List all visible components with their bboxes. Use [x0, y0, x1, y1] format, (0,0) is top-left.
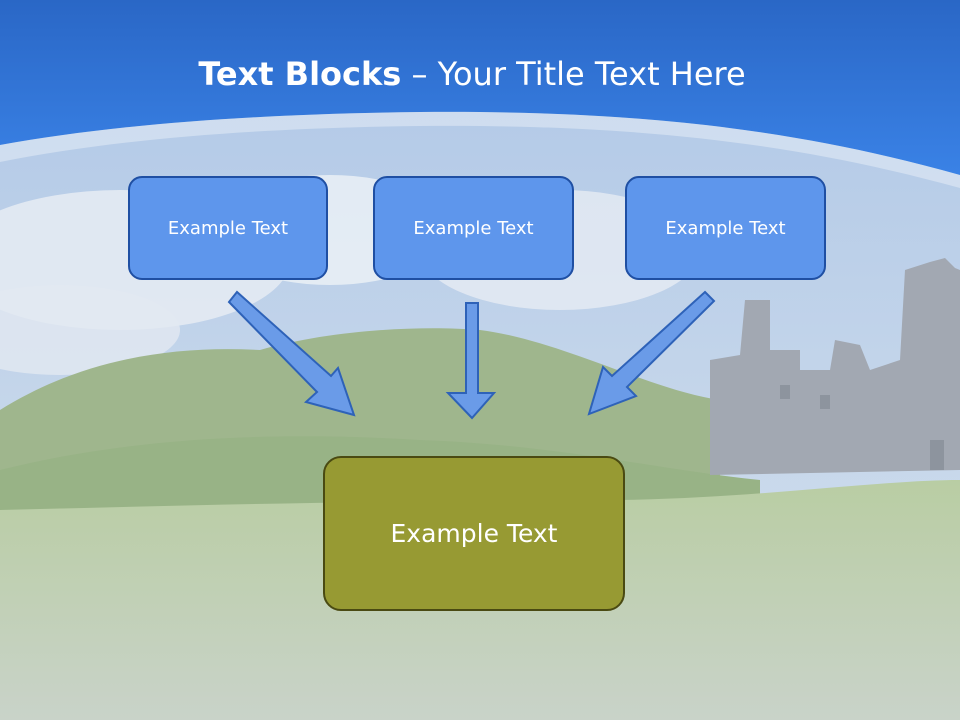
slide-title-rest: Your Title Text Here [437, 55, 746, 93]
arrow-center [445, 302, 497, 420]
arrow-left [227, 290, 356, 417]
text-block-right[interactable]: Example Text [625, 176, 826, 280]
slide-title-bold: Text Blocks [198, 55, 402, 93]
slide-title: Text Blocks – Your Title Text Here [0, 52, 944, 96]
slide-title-separator: – [401, 55, 438, 93]
target-text-block[interactable]: Example Text [323, 456, 625, 611]
arrow-right [587, 290, 716, 416]
target-text-label: Example Text [390, 519, 558, 548]
text-block-center[interactable]: Example Text [373, 176, 574, 280]
text-block-label: Example Text [665, 217, 786, 239]
text-block-label: Example Text [167, 217, 289, 239]
text-block-label: Example Text [413, 217, 534, 239]
text-block-left[interactable]: Example Text [128, 176, 328, 280]
